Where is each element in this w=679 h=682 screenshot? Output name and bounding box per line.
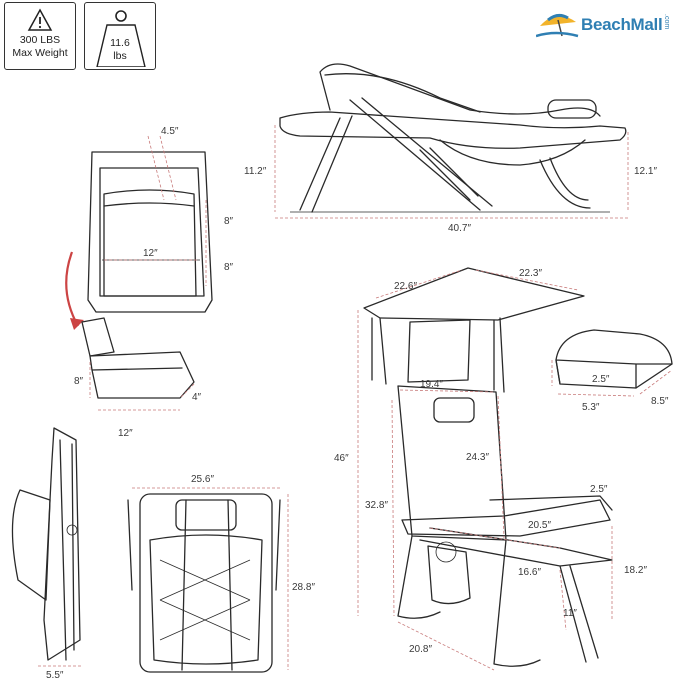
brand-logo: BeachMall .com [536,6,676,40]
reclined-back-height-label: 12.1″ [634,166,657,177]
weight-capacity-badge: 300 LBS Max Weight [4,2,76,70]
seat-depth-label: 16.6″ [518,567,541,578]
canopy-depth-label: 22.6″ [394,281,417,292]
armrest-width-label: 2.5″ [590,484,608,495]
folded-width-label: 25.6″ [191,474,214,485]
chair-weight-unit: lbs [113,50,127,62]
back-height-label: 24.3″ [466,452,489,463]
pouch-depth-label: 4.5″ [161,126,179,137]
warning-triangle-icon [27,8,53,31]
pouch-side-top-label: 8″ [224,216,234,227]
beach-umbrella-icon [536,13,579,38]
base-width-label: 20.8″ [409,644,432,655]
total-height-label: 46″ [334,453,349,464]
folded-height-label: 28.8″ [292,582,315,593]
arm-height-label: 18.2″ [624,565,647,576]
folded-back-drawing: 25.6″ 28.8″ [127,474,315,673]
weight-capacity-value: 300 LBS [19,34,61,46]
reclined-front-height-label: 11.2″ [244,166,267,177]
reclined-length-label: 40.7″ [448,223,471,234]
pillow-length-label: 5.3″ [582,402,600,413]
pouch-width-label: 12″ [143,248,158,259]
between-arms-label: 20.5″ [528,520,551,531]
folded-side-drawing: 5.5″ [11,427,82,681]
seat-height-label: 11″ [563,608,577,619]
kettlebell-weight-icon [96,10,146,67]
reclined-chair-drawing: 11.2″ 12.1″ 40.7″ [244,63,657,234]
seat-to-top-label: 32.8″ [365,500,388,511]
canopy-width-label: 22.3″ [519,268,542,279]
pillow-depth-label: 8.5″ [651,396,669,407]
cooler-width-label: 12″ [118,428,133,439]
cooler-depth-label: 4″ [192,392,202,403]
back-pouch-drawing: 4.5″ 8″ 8″ 12″ [65,126,234,330]
folded-thickness-label: 5.5″ [46,670,64,681]
weight-capacity-label: Max Weight [12,47,68,59]
pouch-side-bottom-label: 8″ [224,262,234,273]
seat-back-width-label: 19.4″ [420,379,443,390]
pillow-drawing: 2.5″ 5.3″ 8.5″ [551,329,673,413]
chair-weight-value: 11.6 [110,37,130,49]
cooler-height-label: 8″ [74,376,84,387]
chair-weight-badge: 11.6 lbs [84,2,156,70]
brand-tld: .com [663,14,670,30]
pillow-height-label: 2.5″ [592,374,610,385]
upright-chair-drawing: 22.6″ 22.3″ 19.4″ 46″ 24.3″ 32.8″ 2.5″ 2… [334,267,647,671]
cooler-bag-drawing: 8″ 4″ 12″ [74,317,202,439]
brand-name: BeachMall [581,15,663,34]
